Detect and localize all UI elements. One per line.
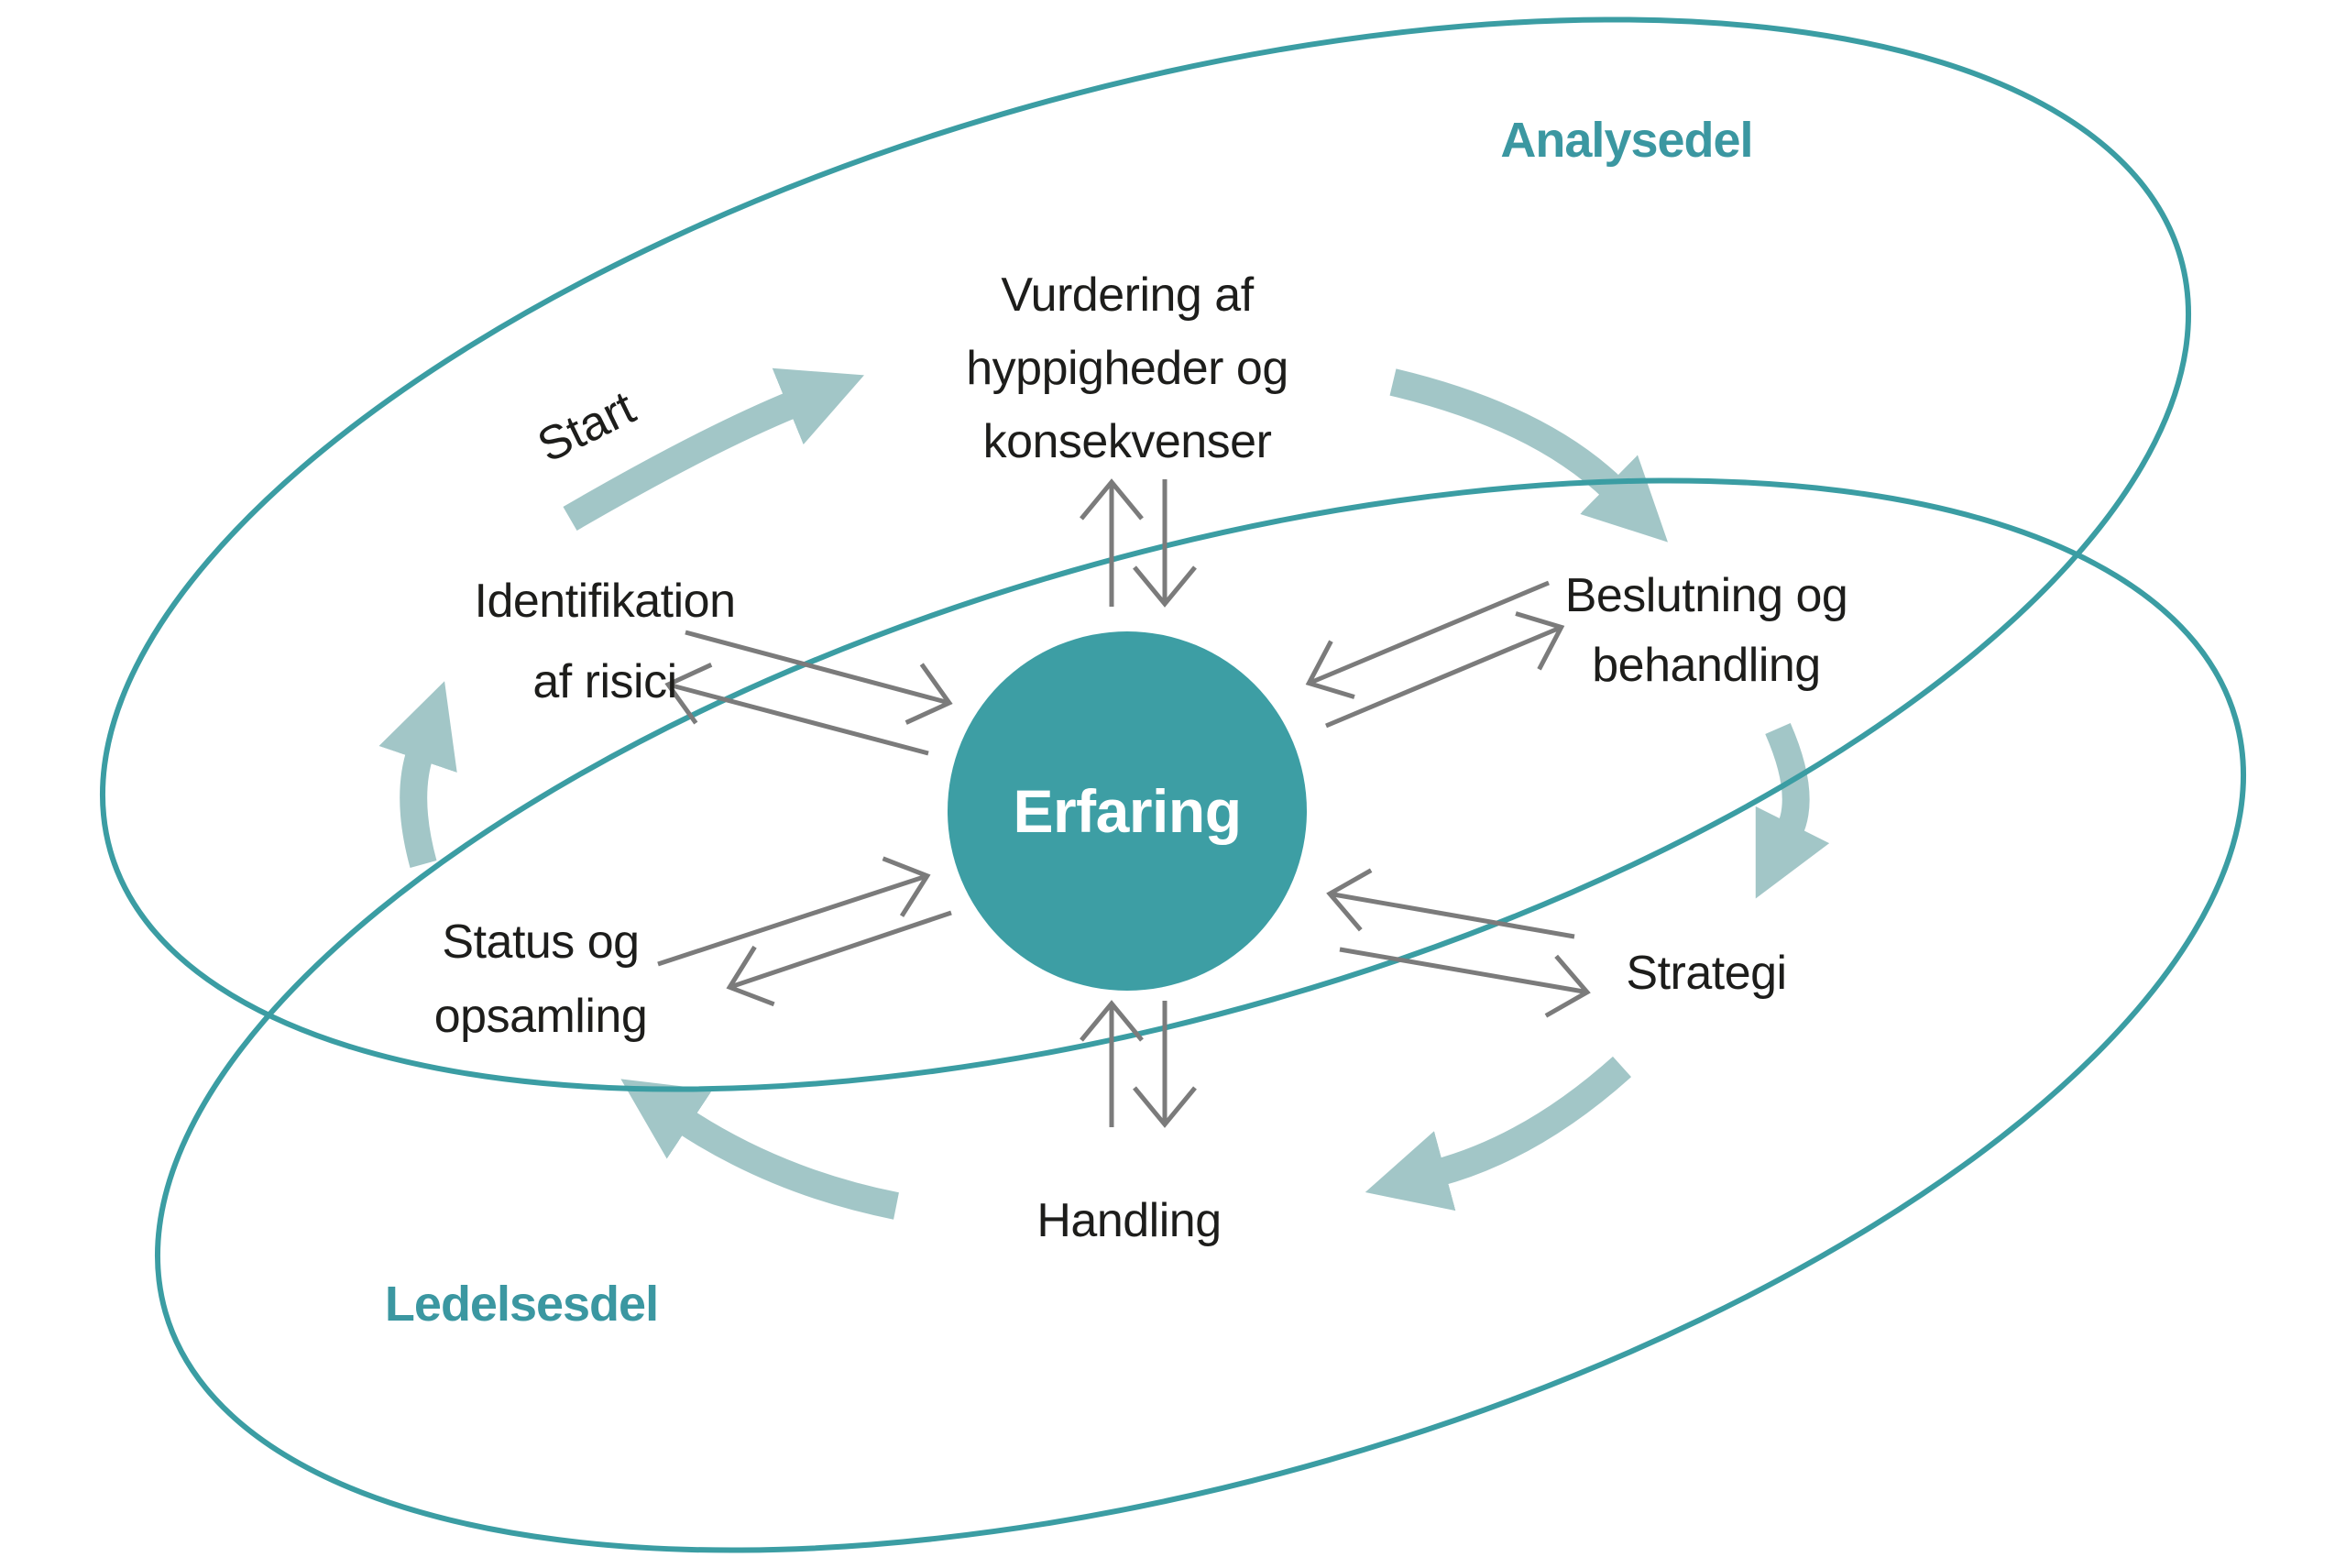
arrow-strategi-handling [1365,1056,1632,1212]
node-status-line-1: Status og [442,916,640,969]
analysedel-ellipse [99,16,2192,1092]
arrow-beslutning-to-center [1305,580,1550,699]
arrow-vurdering-beslutning [1389,368,1668,543]
node-status: Status og opsamling [339,905,742,1054]
start-arrow [563,367,864,531]
node-identifikation-line-2: af risici [532,655,677,708]
arrow-status-to-center [657,856,931,967]
node-vurdering-line-3: konsekvenser [982,415,1272,468]
arrow-status-identifikation [378,681,457,868]
arrow-handling-status [620,1079,899,1220]
node-handling: Handling [946,1191,1312,1250]
node-strategi: Strategi [1523,944,1890,1003]
arrow-identifikation-to-center [685,630,953,725]
erfaring-label: Erfaring [1013,777,1242,845]
arrow-center-to-beslutning [1325,611,1565,729]
node-beslutning-line-1: Beslutning og [1564,569,1848,622]
arrow-beslutning-strategi [1755,722,1830,899]
arrow-center-to-strategi [1339,947,1591,1018]
ledelsesdel-heading: Ledelsesdel [384,1277,659,1332]
node-vurdering-line-1: Vurdering af [1001,269,1254,322]
node-strategi-line-1: Strategi [1626,947,1787,1000]
arrow-strategi-to-center [1326,868,1575,939]
node-beslutning: Beslutning og behandling [1477,561,1935,700]
analysedel-heading: Analysedel [1500,113,1753,168]
node-beslutning-line-2: behandling [1592,639,1821,692]
node-vurdering: Vurdering af hyppigheder og konsekvenser [806,258,1448,478]
ledelsesdel-ellipse [154,477,2247,1553]
arrow-center-to-status [726,910,952,1007]
erfaring-circle [948,631,1307,991]
node-vurdering-line-2: hyppigheder og [966,342,1288,395]
node-identifikation-line-1: Identifikation [474,575,736,628]
node-status-line-2: opsamling [433,990,648,1043]
arrow-center-to-identifikation [664,663,929,756]
node-handling-line-1: Handling [1036,1194,1222,1247]
node-identifikation: Identifikation af risici [376,561,834,722]
